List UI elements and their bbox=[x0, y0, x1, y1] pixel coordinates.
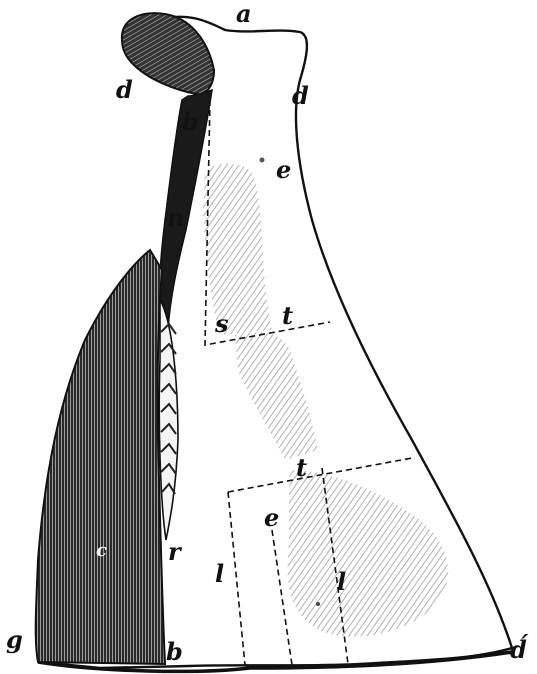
label-e-lower: e bbox=[264, 503, 279, 532]
label-b-top: b bbox=[182, 107, 199, 136]
dot-lower bbox=[316, 602, 320, 606]
label-t-upper: t bbox=[282, 301, 293, 330]
cortical-region-c bbox=[36, 250, 165, 664]
label-d-prime: d́ bbox=[510, 634, 529, 664]
label-s: s bbox=[214, 309, 229, 338]
label-g: g bbox=[6, 625, 23, 654]
trabecular-band-upper bbox=[203, 163, 272, 335]
chevron-strip bbox=[159, 300, 178, 540]
label-n: n bbox=[167, 203, 184, 232]
label-l-left: l bbox=[215, 559, 224, 588]
label-a: a bbox=[236, 0, 252, 28]
trabecular-mass-lower bbox=[288, 470, 449, 637]
label-r: r bbox=[168, 537, 183, 566]
articular-head bbox=[122, 13, 214, 94]
section-line-l-left bbox=[228, 492, 245, 665]
dot-e-upper bbox=[260, 158, 265, 163]
label-c: c bbox=[96, 540, 107, 561]
label-l-right: l bbox=[337, 567, 346, 596]
label-e-upper: e bbox=[276, 155, 291, 184]
trabecular-band-middle bbox=[235, 332, 318, 460]
label-d-right: d bbox=[292, 81, 309, 110]
label-d-left: d bbox=[116, 75, 133, 104]
label-b-bottom: b bbox=[166, 637, 183, 666]
label-t-lower: t bbox=[296, 453, 307, 482]
